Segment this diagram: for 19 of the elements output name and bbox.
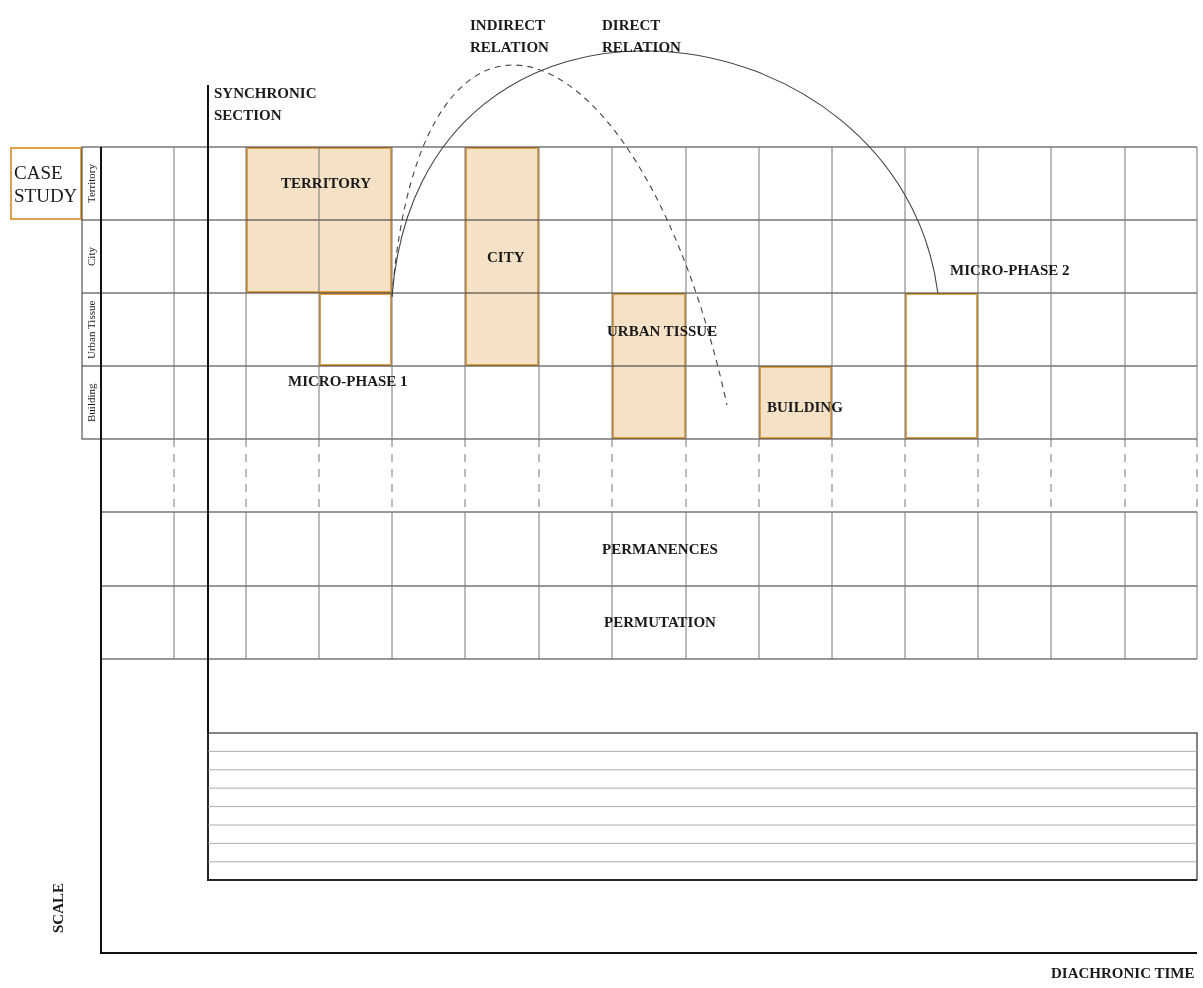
block-label: TERRITORY	[281, 174, 372, 193]
row-label: PERMANENCES	[602, 540, 718, 559]
block-label: MICRO-PHASE 1	[288, 372, 408, 391]
block-label: MICRO-PHASE 2	[950, 261, 1070, 280]
block-label: CITY	[487, 248, 525, 267]
row-label: City	[84, 246, 98, 268]
case-study-box	[10, 147, 82, 220]
row-label: Urban Tissue	[84, 299, 98, 361]
axis-label: SYNCHRONIC SECTION	[214, 84, 318, 125]
row-label: Building	[84, 382, 98, 424]
box-label: CASE STUDY	[14, 160, 79, 207]
axis-label: SCALE	[49, 881, 67, 935]
relation-arc	[391, 50, 939, 298]
arc-label: DIRECT RELATION	[602, 16, 682, 57]
axis-label: DIACHRONIC TIME	[1051, 964, 1195, 983]
row-label: PERMUTATION	[604, 613, 716, 632]
arc-label: INDIRECT RELATION	[470, 16, 550, 57]
dashed-arc	[391, 65, 728, 406]
row-label: Territory	[84, 163, 98, 205]
